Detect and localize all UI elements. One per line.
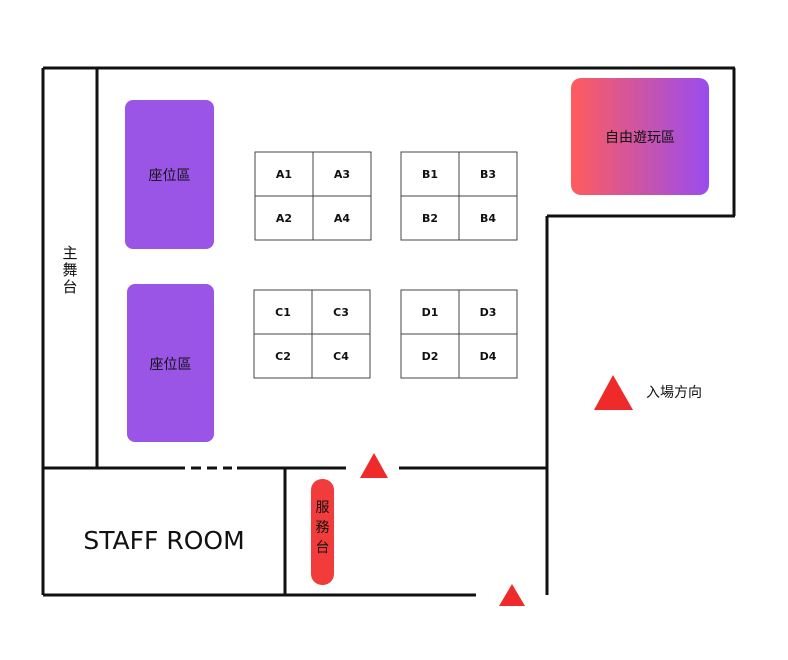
- table-seat-label: D2: [422, 350, 439, 363]
- walls: [41, 66, 736, 597]
- table-seat[interactable]: [312, 151, 372, 197]
- table-seat[interactable]: [458, 289, 518, 335]
- seating-area-top-label: 座位區: [149, 168, 191, 184]
- table-seat-label: C4: [333, 350, 349, 363]
- staff-room-label: STAFF ROOM: [83, 526, 244, 555]
- table-seat-label: D3: [480, 306, 497, 319]
- table-seat-label: A2: [276, 212, 292, 225]
- table-seat-label: A4: [334, 212, 351, 225]
- table-seat-label: B4: [480, 212, 496, 225]
- table-seat-label: A1: [276, 168, 292, 181]
- stage: 主舞台: [62, 244, 77, 296]
- table-seat-label: D1: [422, 306, 439, 319]
- legend-entrance-icon: [594, 375, 633, 410]
- table-seat[interactable]: [253, 289, 313, 335]
- table-seat[interactable]: [253, 333, 313, 379]
- table-seat[interactable]: [254, 151, 314, 197]
- service-desk-text: 服務台: [316, 500, 330, 556]
- service-desk[interactable]: [311, 479, 334, 585]
- table-seat-label: B3: [480, 168, 496, 181]
- service-desk-label: 服務台: [316, 500, 330, 556]
- seating-area-top[interactable]: [125, 100, 214, 249]
- legend-entrance-label: 入場方向: [646, 385, 702, 401]
- seating-area-bottom[interactable]: [127, 284, 214, 442]
- table-seat[interactable]: [312, 195, 372, 241]
- stage-label: 主舞台: [62, 244, 77, 296]
- table-seat-label: D4: [480, 350, 497, 363]
- table-seat[interactable]: [458, 333, 518, 379]
- table-seat-label: C1: [275, 306, 291, 319]
- table-seat[interactable]: [400, 195, 460, 241]
- table-seat[interactable]: [254, 195, 314, 241]
- table-seat-label: C3: [333, 306, 349, 319]
- seating-area-bottom-label: 座位區: [150, 357, 192, 373]
- table-seat-label: A3: [334, 168, 350, 181]
- entrance-arrow-top: [360, 453, 388, 478]
- table-seat[interactable]: [458, 195, 518, 241]
- entrance-arrow-bottom: [499, 584, 525, 606]
- table-seat[interactable]: [311, 289, 371, 335]
- table-seat[interactable]: [400, 151, 460, 197]
- play-area-label: 自由遊玩區: [605, 130, 675, 146]
- table-seat-label: B1: [422, 168, 438, 181]
- table-seat-label: C2: [275, 350, 291, 363]
- play-area[interactable]: [571, 78, 709, 195]
- table-seat-label: B2: [422, 212, 438, 225]
- table-seat[interactable]: [311, 333, 371, 379]
- table-seat[interactable]: [400, 333, 460, 379]
